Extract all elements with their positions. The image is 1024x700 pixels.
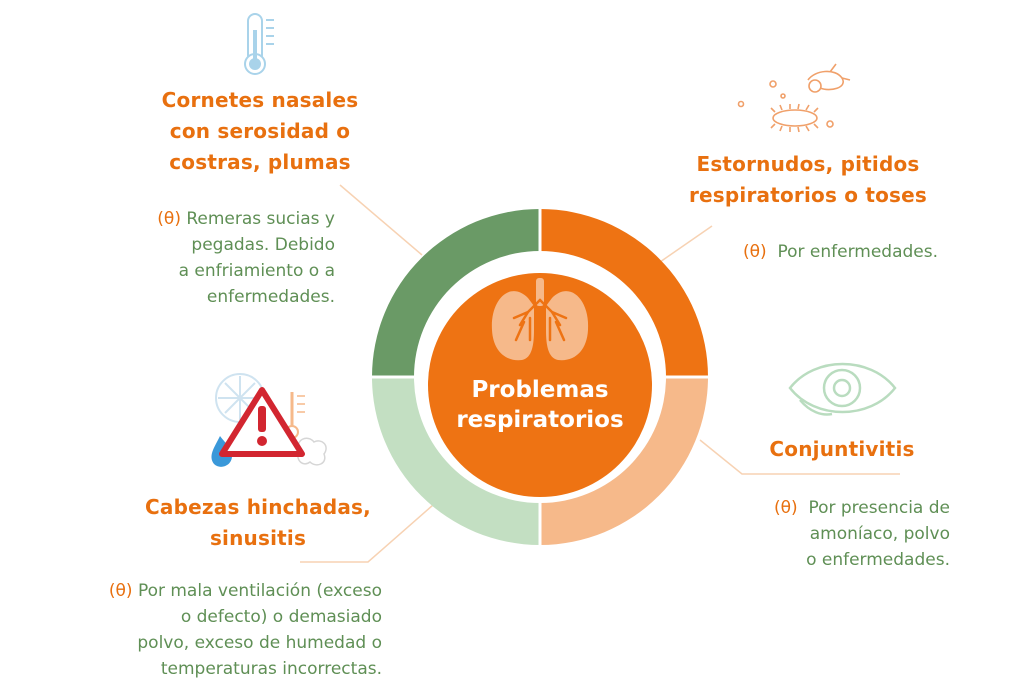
bottomright-title: Conjuntivitis [769,437,915,461]
bottomleft-marker: (θ) [108,581,133,601]
center-label: Problemas respiratorios [430,375,650,435]
bottomright-description: (θ) Por presencia de amoníaco, polvo o e… [773,498,950,570]
eye-icon [788,362,897,416]
ring-segment-top-left [372,209,540,377]
ring-segment-bottom-right [540,377,708,545]
topright-title: Estornudos, pitidos respiratorios o tose… [688,152,928,207]
topright-description: (θ) Por enfermedades. [742,242,938,262]
topleft-title: Cornetes nasales con serosidad o costras… [161,88,359,174]
connector-topleft [339,184,423,256]
bacteria-icon [737,63,851,133]
center-label-line1: Problemas [471,377,609,403]
thermometer-icon [244,13,274,75]
topleft-marker: (θ) [157,209,181,229]
ring-segment-bottom-left [372,377,540,545]
connector-bottomleft [300,504,434,563]
bottomleft-title: Cabezas hinchadas, sinusitis [145,495,371,550]
bottomleft-description: (θ) Por mala ventilación (exceso o defec… [108,581,382,679]
connector-topright [659,225,713,263]
lungs-icon [491,278,589,361]
topright-marker: (θ) [742,242,767,262]
bottomright-marker: (θ) [773,498,798,518]
center-disk-fill [428,273,652,497]
center-label-line2: respiratorios [456,407,624,433]
ring-segment-top-right [540,209,708,377]
warning-icon [211,373,327,467]
topleft-description: (θ) Remeras sucias y pegadas. Debido a e… [157,209,335,307]
connector-bottomright [699,439,900,475]
